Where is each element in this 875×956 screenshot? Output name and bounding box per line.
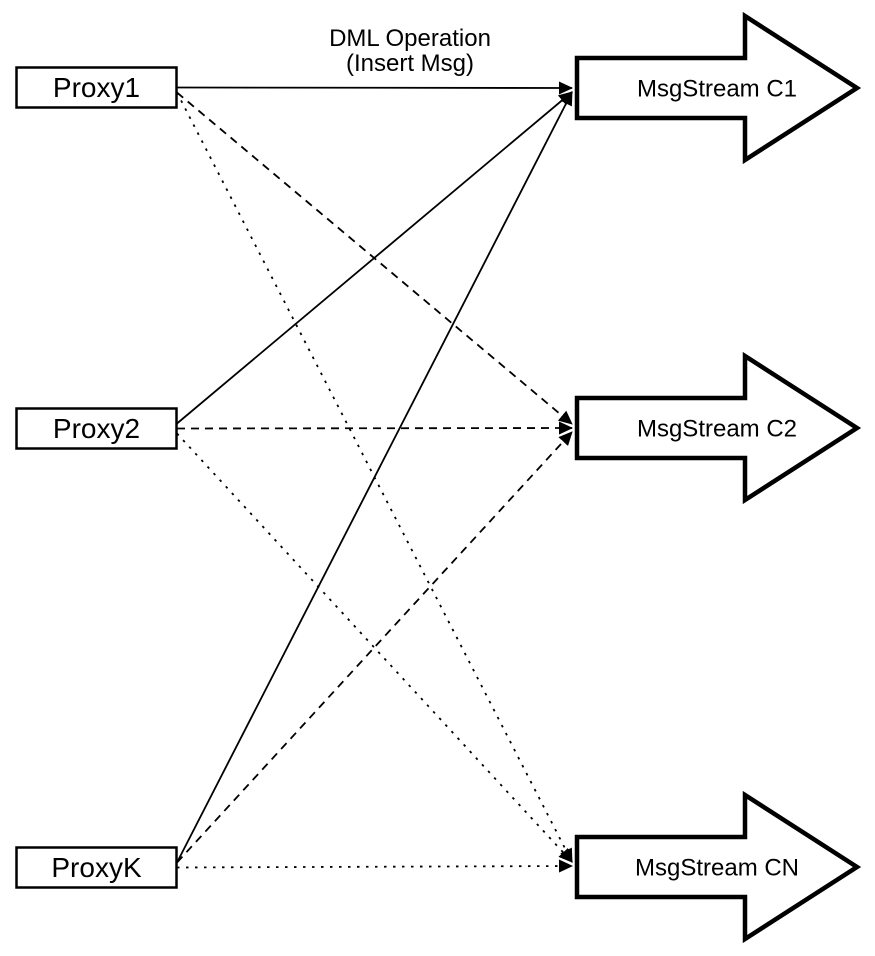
proxyk-label: ProxyK bbox=[51, 852, 142, 883]
proxy2-box bbox=[15, 407, 178, 450]
edge-proxy2-c1 bbox=[176, 91, 573, 425]
stream-cn-arrow-shape bbox=[574, 790, 862, 944]
stream-cn-label: MsgStream CN bbox=[635, 855, 799, 882]
proxyk-box bbox=[15, 846, 178, 889]
edge-proxyk-c1 bbox=[176, 91, 573, 863]
stream-c2-arrow-shape bbox=[574, 351, 862, 505]
stream-c2: MsgStream C2 bbox=[574, 351, 862, 505]
node-proxy2: Proxy2 bbox=[15, 407, 178, 450]
stream-c1-arrow-shape bbox=[574, 11, 862, 165]
stream-c2-label: MsgStream C2 bbox=[637, 416, 797, 443]
edge-proxy2-c2 bbox=[176, 421, 573, 435]
edge-proxy1-c1 bbox=[176, 81, 573, 95]
edge-proxyk-cn bbox=[176, 859, 573, 873]
edges-layer bbox=[176, 81, 573, 873]
dml-operation-annotation: DML Operation (Insert Msg) bbox=[329, 25, 491, 77]
proxy1-label: Proxy1 bbox=[53, 72, 140, 103]
stream-cn: MsgStream CN bbox=[574, 790, 862, 944]
proxy1-box bbox=[15, 66, 178, 109]
annotation-line2: (Insert Msg) bbox=[346, 50, 474, 77]
annotation-line1: DML Operation bbox=[329, 25, 491, 52]
node-proxy1: Proxy1 bbox=[15, 66, 178, 109]
node-proxyk: ProxyK bbox=[15, 846, 178, 889]
stream-c1-label: MsgStream C1 bbox=[637, 76, 797, 103]
stream-c1: MsgStream C1 bbox=[574, 11, 862, 165]
proxy2-label: Proxy2 bbox=[53, 413, 140, 444]
